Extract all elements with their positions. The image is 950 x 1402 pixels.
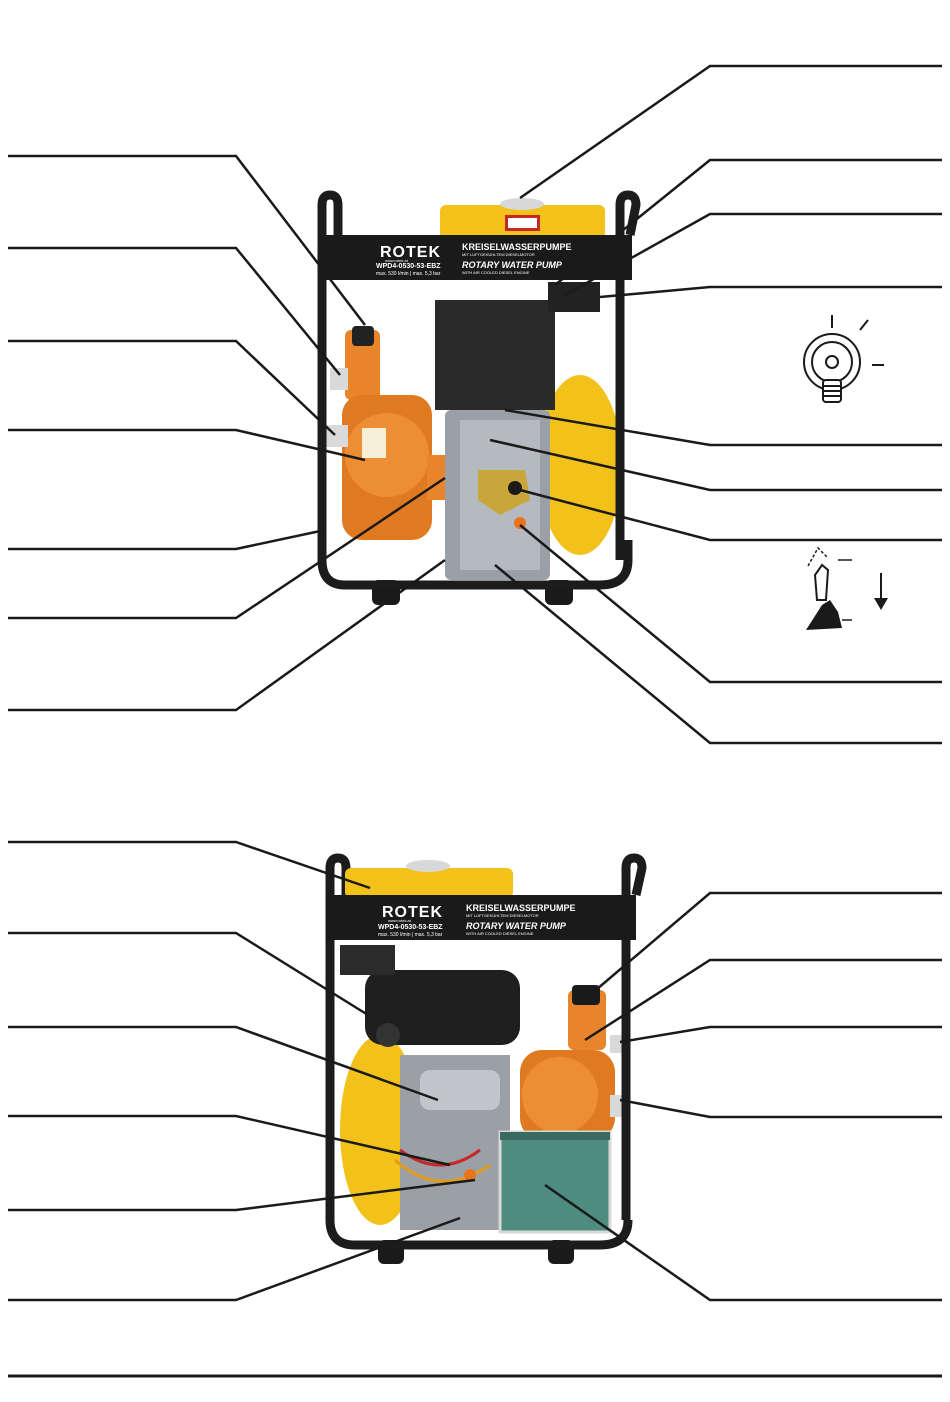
front-leader-lines-right	[489, 64, 942, 745]
leader-rear-left-5	[8, 1178, 476, 1212]
leader-rear-right-2	[584, 958, 942, 1042]
rear-spec: max. 530 l/min | max. 5,3 bar	[378, 932, 443, 938]
leader-rear-left-2	[8, 931, 369, 1017]
front-subtitle-de: MIT LUFTGEKÜHLTEM DIESELMOTOR	[462, 252, 535, 257]
leader-front-right-4	[599, 285, 942, 299]
front-model: WPD4-0530-53-EBZ	[376, 263, 441, 270]
leader-rear-left-1	[8, 840, 371, 890]
leader-front-left-6	[8, 476, 446, 620]
front-website: www.rotek.at	[385, 258, 409, 263]
front-banner: ROTEK www.rotek.at WPD4-0530-53-EBZ max.…	[320, 235, 632, 280]
leader-front-left-2	[8, 246, 341, 376]
leader-rear-left-6	[8, 1216, 461, 1302]
leader-rear-right-1	[589, 891, 942, 996]
front-title-de: KREISELWASSERPUMPE	[462, 242, 572, 252]
front-frame	[317, 190, 641, 590]
front-fuel-tank	[440, 198, 605, 240]
leader-front-right-5	[504, 408, 942, 447]
rear-subtitle-de: MIT LUFTGEKÜHLTEM DIESELMOTOR	[466, 913, 539, 918]
rear-view: ROTEK www.rotek.at WPD4-0530-53-EBZ max.…	[8, 840, 942, 1302]
leader-front-left-7	[8, 558, 446, 712]
throttle-lever-down-icon	[806, 546, 888, 630]
rear-subtitle-en: WITH AIR COOLED DIESEL ENGINE	[466, 931, 534, 936]
leader-rear-left-4	[8, 1114, 451, 1167]
leader-front-right-7	[519, 488, 942, 542]
rear-title-de: KREISELWASSERPUMPE	[466, 903, 576, 913]
rear-model: WPD4-0530-53-EBZ	[378, 924, 443, 931]
front-leader-lines-left	[8, 154, 446, 712]
leader-front-left-5	[8, 528, 326, 551]
leader-front-left-3	[8, 339, 336, 436]
front-brand: ROTEK	[380, 244, 441, 261]
rear-frame	[325, 853, 647, 1250]
leader-front-right-8	[519, 524, 942, 684]
leader-front-left-1	[8, 154, 366, 326]
rear-muffler	[340, 945, 520, 1047]
leader-rear-right-4	[619, 1098, 942, 1119]
rear-brand: ROTEK	[382, 904, 443, 921]
leader-rear-right-3	[619, 1025, 942, 1044]
rear-battery	[498, 1130, 612, 1234]
front-title-en: ROTARY WATER PUMP	[462, 260, 563, 270]
rear-engine-block	[394, 1055, 510, 1230]
leader-rear-right-5	[544, 1183, 942, 1302]
leader-front-right-3	[564, 212, 942, 297]
leader-front-right-1	[519, 64, 942, 200]
leader-rear-left-3	[8, 1025, 439, 1102]
front-view: ROTEK www.rotek.at WPD4-0530-53-EBZ max.…	[8, 64, 942, 745]
front-engine-block	[435, 282, 600, 580]
rear-leader-lines-right	[544, 891, 942, 1302]
front-subtitle-en: WITH AIR COOLED DIESEL ENGINE	[462, 270, 530, 275]
rear-title-en: ROTARY WATER PUMP	[466, 921, 567, 931]
leader-front-right-2	[554, 158, 942, 286]
leader-front-right-9	[494, 564, 942, 745]
leader-front-left-4	[8, 428, 366, 462]
front-pump-housing	[326, 326, 457, 540]
rear-pump-housing	[520, 985, 628, 1140]
leader-front-right-6	[489, 438, 942, 492]
rear-leader-lines-left	[8, 840, 476, 1302]
ignition-key-switch-icon	[803, 315, 884, 403]
rear-fuel-tank	[345, 860, 513, 898]
rear-banner: ROTEK www.rotek.at WPD4-0530-53-EBZ max.…	[326, 895, 636, 940]
front-spec: max. 530 l/min | max. 5,3 bar	[376, 271, 441, 277]
rear-website: www.rotek.at	[388, 918, 412, 923]
